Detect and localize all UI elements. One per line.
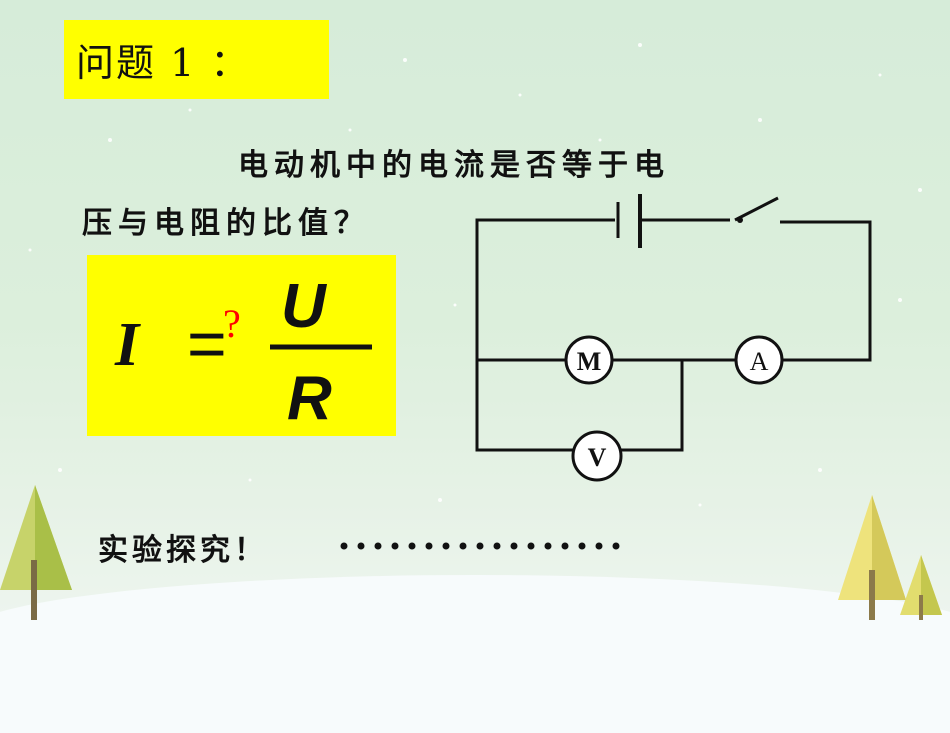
switch-lever	[734, 196, 779, 222]
right-tree-small-icon	[900, 555, 942, 620]
snow-ground	[0, 575, 950, 733]
ammeter-label: A	[750, 347, 769, 376]
voltmeter-icon: V	[571, 430, 623, 482]
ammeter-icon: A	[734, 335, 784, 385]
formula-equals-sign: =	[187, 306, 227, 382]
circuit-diagram: M A V	[475, 194, 872, 482]
wire-voltmeter-branch-right	[621, 360, 684, 452]
formula: I = ? U R	[114, 272, 372, 433]
voltmeter-label: V	[588, 443, 607, 472]
motor-label: M	[577, 347, 602, 376]
formula-box: I = ? U R	[87, 255, 396, 436]
left-tree-icon	[0, 485, 72, 620]
formula-numerator: U	[281, 272, 328, 341]
conclusion-text: 实验探究！	[98, 533, 268, 568]
ellipsis-dots	[340, 542, 620, 550]
right-tree-large-icon	[838, 495, 906, 620]
formula-current-symbol: I	[114, 311, 141, 379]
page-title: 问题 1 ：	[76, 41, 251, 85]
title-box: 问题 1 ：	[64, 20, 329, 99]
wire-voltmeter-branch-left	[475, 360, 573, 452]
question-line-2: 压与电阻的比值？	[82, 206, 370, 241]
trees-decoration	[0, 485, 942, 620]
wire-top-left	[475, 218, 615, 360]
motor-icon: M	[564, 335, 614, 385]
formula-question-mark: ?	[223, 301, 241, 346]
wire-top-right	[780, 220, 872, 362]
formula-denominator: R	[287, 364, 332, 433]
question-line-1: 电动机中的电流是否等于电	[238, 148, 670, 183]
